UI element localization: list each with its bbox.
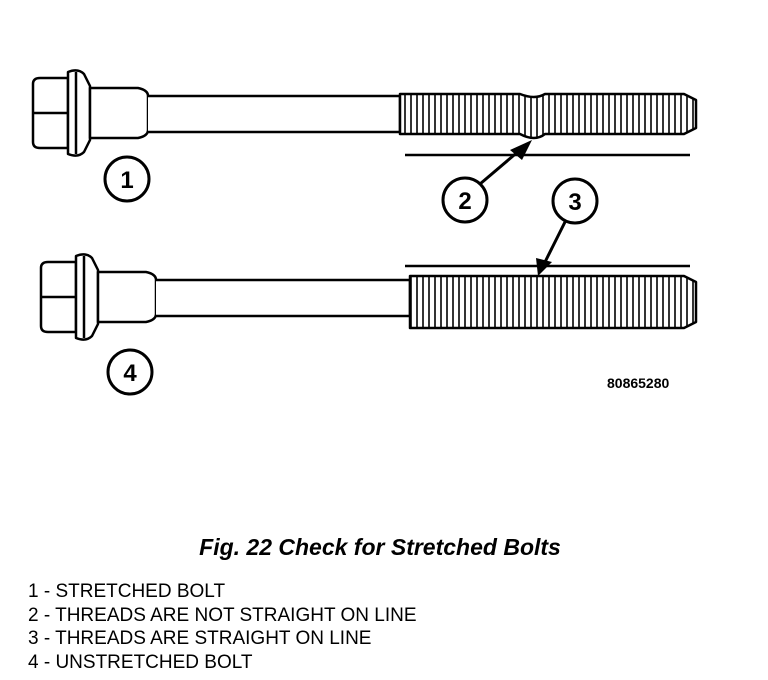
legend-item: 4 - UNSTRETCHED BOLT bbox=[28, 651, 253, 673]
bolt-shank bbox=[156, 278, 412, 318]
callout-1: 1 bbox=[103, 155, 151, 203]
svg-text:4: 4 bbox=[123, 360, 137, 387]
bolt-flange bbox=[66, 69, 92, 157]
figure-caption: Fig. 22 Check for Stretched Bolts bbox=[199, 534, 561, 560]
leader-arrow-3 bbox=[536, 221, 567, 276]
bolt-diagram: 1 2 3 4 80865280 bbox=[31, 69, 698, 396]
unstretched-bolt bbox=[39, 253, 698, 341]
leader-arrow-2 bbox=[479, 140, 532, 186]
legend-item: 1 - STRETCHED BOLT bbox=[28, 581, 226, 602]
bolt-shank bbox=[148, 94, 402, 134]
legend-list: 1 - STRETCHED BOLT 2 - THREADS ARE NOT S… bbox=[28, 580, 417, 674]
svg-text:2: 2 bbox=[458, 188, 471, 215]
legend-item: 3 - THREADS ARE STRAIGHT ON LINE bbox=[28, 628, 372, 649]
callout-2: 2 bbox=[441, 176, 489, 224]
svg-text:1: 1 bbox=[120, 167, 133, 194]
bolt-collar bbox=[96, 270, 158, 324]
callout-4: 4 bbox=[106, 348, 154, 396]
straight-threads bbox=[408, 274, 698, 330]
svg-text:3: 3 bbox=[568, 189, 581, 216]
stretched-bolt bbox=[31, 69, 698, 157]
stretched-threads bbox=[398, 92, 698, 140]
figure-id: 80865280 bbox=[607, 375, 670, 391]
callout-3: 3 bbox=[551, 177, 599, 225]
bolt-flange bbox=[74, 253, 100, 341]
bolt-collar bbox=[88, 86, 150, 140]
legend-item: 2 - THREADS ARE NOT STRAIGHT ON LINE bbox=[28, 604, 417, 626]
